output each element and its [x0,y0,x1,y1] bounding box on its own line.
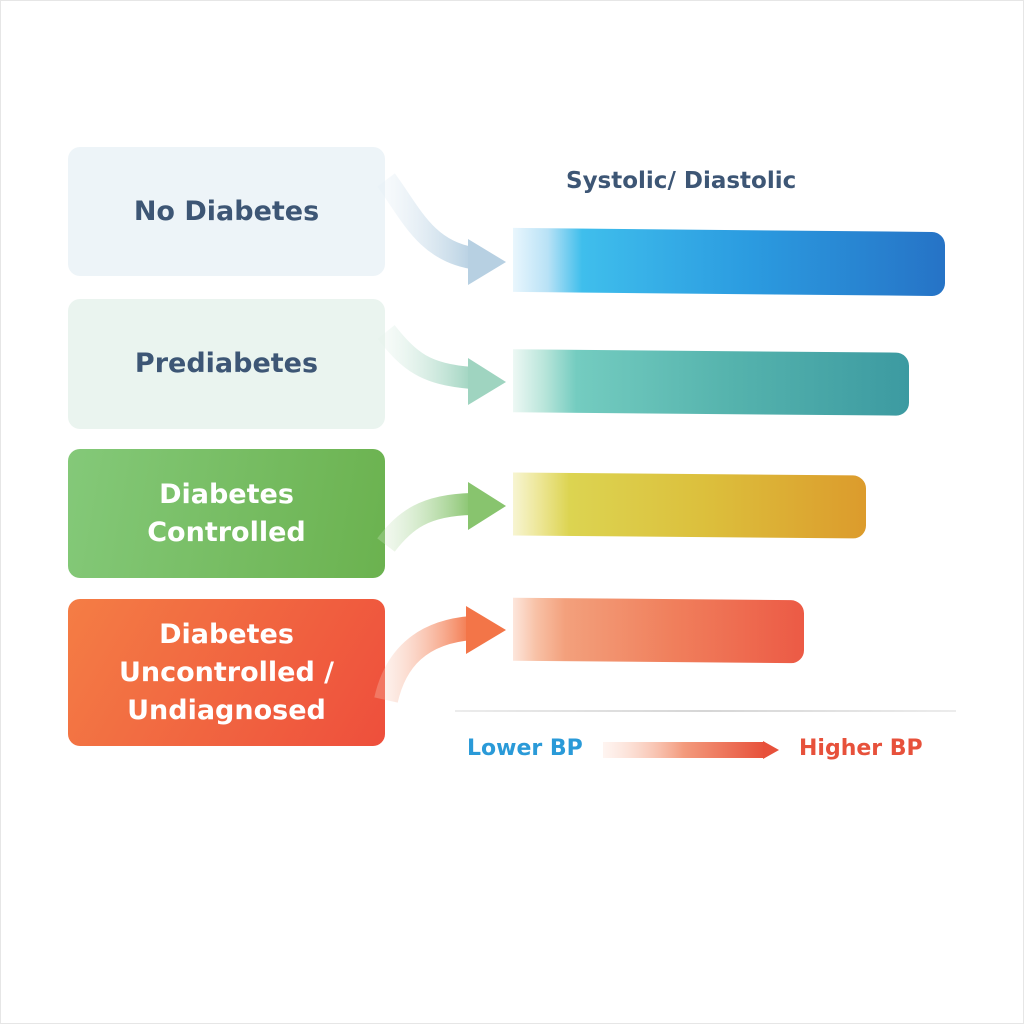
arrow-no-diabetes [377,173,506,285]
category-prediabetes: Prediabetes [68,299,385,429]
arrow-diabetes-controlled [377,482,506,552]
bp-bar-prediabetes [513,349,909,416]
category-label-line: Diabetes [159,478,294,510]
category-label-line: Controlled [147,516,306,548]
category-diabetes-controlled: Diabetes Controlled [68,449,385,578]
legend-lower-bp: Lower BP [467,736,583,761]
category-no-diabetes: No Diabetes [68,147,385,276]
arrow-prediabetes [377,325,506,405]
bp-bar-diabetes-uncontrolled [513,597,804,664]
arrow-diabetes-uncontrolled [374,606,506,703]
bar-header: Systolic/ Diastolic [566,168,797,194]
bp-bar-no-diabetes [513,227,945,297]
legend-higher-bp: Higher BP [799,736,923,761]
bp-bar-diabetes-controlled [513,472,866,539]
category-diabetes-uncontrolled: Diabetes Uncontrolled / Undiagnosed [68,599,385,746]
category-label-line: Undiagnosed [127,694,326,726]
category-label-line: Prediabetes [134,348,319,379]
category-label-line: Uncontrolled / [118,656,335,688]
legend-arrow-icon [603,741,779,759]
category-label-line: No Diabetes [133,195,320,227]
baseline-divider [455,710,956,712]
category-label-line: Diabetes [159,618,294,650]
